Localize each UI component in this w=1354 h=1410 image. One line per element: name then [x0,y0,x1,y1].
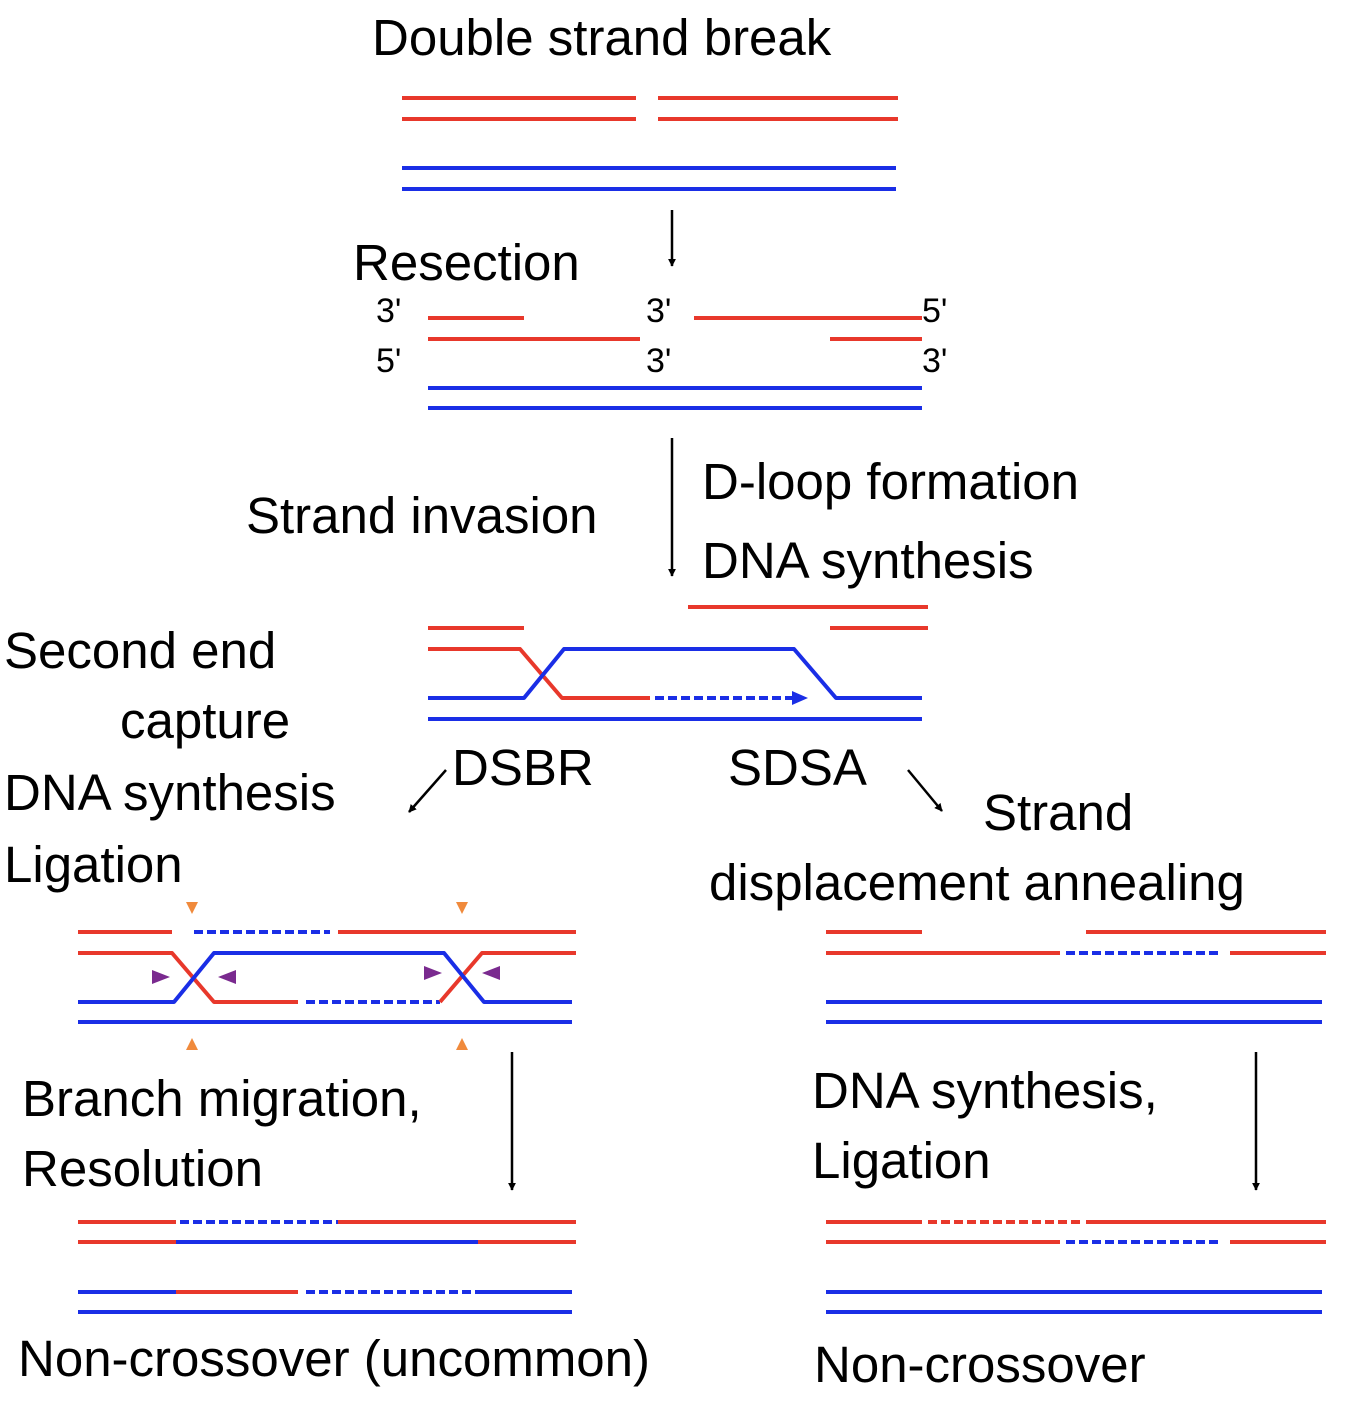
capture-label: capture [120,692,290,749]
arrow-to-sdsa [907,769,943,812]
end-label-3prime: 3' [646,342,671,380]
strand-label: Strand [983,784,1133,841]
ligation-label: Ligation [4,836,183,893]
end-label-3prime: 3' [922,342,947,380]
purple-cut-marker [218,970,236,984]
end-label-5prime: 5' [376,342,401,380]
orange-cut-marker [456,1038,468,1050]
dsbr-product [78,1220,576,1314]
title-label: Double strand break [372,9,832,66]
blue-template-strand [428,647,922,700]
end-label-3prime: 3' [376,292,401,330]
red-invading-strand [428,647,650,700]
orange-cut-marker [186,902,198,914]
end-label-3prime: 3' [646,292,671,330]
sdsa-annealed [826,930,1326,1024]
purple-cut-marker [424,966,442,980]
second-end-label: Second end [4,622,276,679]
branch-migration-label: Branch migration, [22,1070,422,1127]
synthesis-arrowhead [792,691,808,705]
resection-label: Resection [353,234,580,291]
dloop-structure [428,605,928,721]
red-strand [438,951,576,1004]
resected-duplex [428,316,922,410]
double-holliday-junction [78,902,576,1050]
dna-synthesis-label: DNA synthesis [4,764,336,821]
orange-cut-marker [186,1038,198,1050]
dsb-duplex [402,96,898,191]
non-crossover-uncommon-label: Non-crossover (uncommon) [18,1330,650,1387]
dna-synthesis-label: DNA synthesis [702,532,1034,589]
dloop-formation-label: D-loop formation [702,453,1079,510]
red-strand [78,951,298,1004]
displacement-annealing-label: displacement annealing [709,854,1245,911]
resolution-label: Resolution [22,1140,263,1197]
non-crossover-label: Non-crossover [814,1336,1146,1393]
dna-synthesis-label: DNA synthesis, [812,1062,1158,1119]
strand-invasion-label: Strand invasion [246,487,598,544]
purple-cut-marker [152,970,170,984]
purple-cut-marker [482,966,500,980]
sdsa-product [826,1220,1326,1314]
arrow-to-dsbr [408,769,447,813]
blue-strand [78,951,572,1004]
ligation-label: Ligation [812,1132,991,1189]
dsbr-label: DSBR [452,739,594,796]
orange-cut-marker [456,902,468,914]
end-label-5prime: 5' [922,292,947,330]
sdsa-label: SDSA [728,739,867,796]
